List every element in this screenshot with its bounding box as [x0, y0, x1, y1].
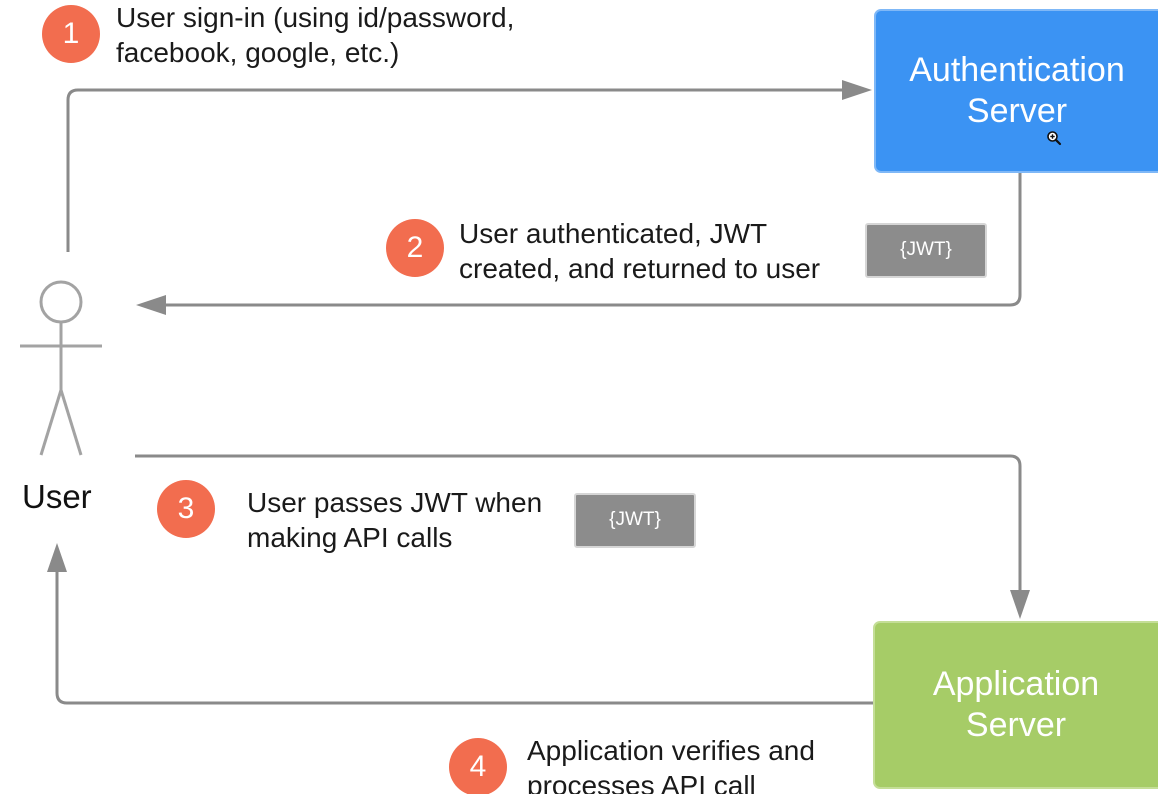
jwt-token-returned: {JWT} — [865, 223, 987, 278]
step-3-description: User passes JWT when making API calls — [247, 487, 543, 553]
step-2-badge: 2 — [386, 219, 444, 277]
arrowhead-into-auth-server — [842, 80, 872, 100]
arrowhead-into-user-top — [136, 295, 166, 315]
arrow-app-server-to-user — [55, 572, 873, 705]
authentication-server-node: Authentication Server — [874, 9, 1158, 173]
arrowhead-into-user-bottom — [47, 543, 67, 572]
user-label: User — [22, 478, 92, 515]
step-4-description: Application verifies and processes API c… — [527, 735, 815, 794]
arrow-user-to-app-server — [135, 454, 1022, 590]
stick-figure-icon — [20, 280, 102, 456]
arrow-auth-server-to-user — [166, 173, 1022, 307]
zoom-in-cursor-icon — [1047, 131, 1062, 146]
arrowhead-into-app-server — [1010, 590, 1030, 619]
application-server-node: Application Server — [873, 621, 1158, 789]
jwt-token-passed: {JWT} — [574, 493, 696, 548]
step-4-badge: 4 — [449, 738, 507, 794]
step-2-description: User authenticated, JWT created, and ret… — [459, 218, 821, 284]
step-3-badge: 3 — [157, 480, 215, 538]
arrow-user-to-auth-server — [66, 88, 842, 252]
step-1-badge: 1 — [42, 5, 100, 63]
step-1-description: User sign-in (using id/password, faceboo… — [116, 2, 515, 68]
